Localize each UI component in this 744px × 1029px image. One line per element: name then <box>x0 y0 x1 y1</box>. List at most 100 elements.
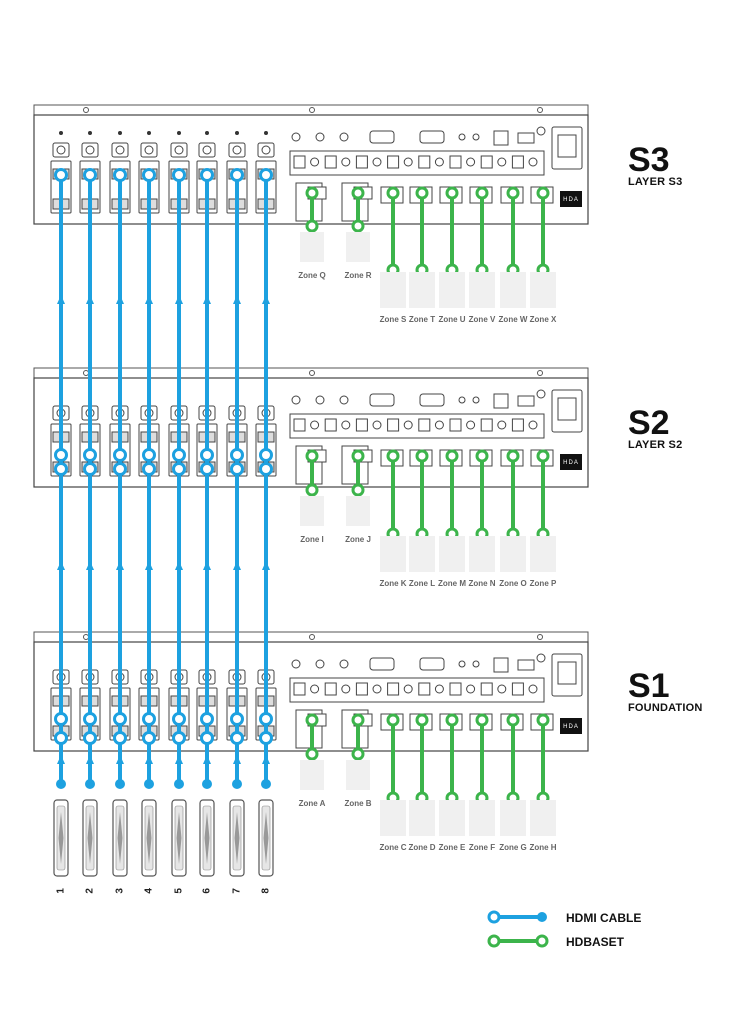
hdmi-connector-node <box>113 168 127 182</box>
optical-port-icon <box>355 155 368 169</box>
zone-label: Zone B <box>344 799 371 808</box>
coax-port-icon <box>434 420 444 430</box>
hdmi-connector-node <box>172 168 186 182</box>
hdmi-connector-node <box>259 462 273 476</box>
terminal-block-icon <box>517 659 535 671</box>
hdbaset-node <box>475 449 489 463</box>
optical-port-icon <box>324 155 337 169</box>
signal-arrow-icon <box>175 561 183 570</box>
zone-receiver-box <box>500 272 526 308</box>
status-led-icon <box>458 396 466 404</box>
audio-connector-icon <box>339 395 349 405</box>
hdmi-connector-node <box>172 462 186 476</box>
ground-screw-icon <box>536 126 546 136</box>
legend-hdbaset-label: HDBASET <box>566 935 625 949</box>
zone-label: Zone K <box>379 579 406 588</box>
zone-label: Zone C <box>379 843 406 852</box>
rs232-port-icon <box>419 130 445 144</box>
audio-connector-icon <box>291 659 301 669</box>
coax-port-icon <box>434 157 444 167</box>
signal-arrow-icon <box>116 755 124 764</box>
optical-port-icon <box>511 155 524 169</box>
zone-receiver-box <box>530 800 556 836</box>
hdmi-source-dot <box>261 779 271 789</box>
audio-jack-icon <box>56 145 66 155</box>
signal-arrow-icon <box>57 295 65 304</box>
signal-arrow-icon <box>145 755 153 764</box>
coax-port-icon <box>528 684 538 694</box>
coax-port-icon <box>372 420 382 430</box>
hdbaset-node <box>351 713 365 727</box>
optical-port-icon <box>324 418 337 432</box>
coax-port-icon <box>497 684 507 694</box>
hdbaset-node <box>351 186 365 200</box>
source-stick-icon <box>146 812 152 864</box>
hdbaset-node <box>506 186 520 200</box>
coax-port-icon <box>310 157 320 167</box>
coax-port-icon <box>497 157 507 167</box>
hdbaset-node <box>415 186 429 200</box>
legend-hdbaset-node <box>535 934 549 948</box>
power-socket-icon <box>557 661 577 685</box>
hdmi-connector-node <box>113 448 127 462</box>
hdmi-connector-node <box>200 448 214 462</box>
power-inlet-icon <box>551 389 583 433</box>
rack-ear-strip <box>33 367 589 379</box>
zone-label: Zone J <box>345 535 371 544</box>
hdbaset-node <box>536 713 550 727</box>
source-device: 2 <box>82 799 98 894</box>
zone-label: Zone P <box>530 579 557 588</box>
brand-label: HDA <box>563 460 579 466</box>
legend-hdbaset-node <box>487 934 501 948</box>
hdmi-connector-node <box>200 168 214 182</box>
optical-port-icon <box>449 418 462 432</box>
layer-s1-code: S1 <box>628 667 670 705</box>
zone-receiver-box <box>409 536 435 572</box>
input-indicator-icon <box>147 131 151 135</box>
brand-label: HDA <box>563 724 579 730</box>
hdbaset-node <box>305 483 319 497</box>
source-stick-icon <box>234 812 240 864</box>
rack-screw-icon <box>309 107 315 113</box>
source-stick-icon <box>204 812 210 864</box>
hdbaset-node <box>415 449 429 463</box>
hdbaset-node <box>445 713 459 727</box>
audio-jack-icon <box>174 145 184 155</box>
signal-arrow-icon <box>175 295 183 304</box>
hdmi-connector-node <box>113 731 127 745</box>
hdmi-connector-node <box>172 712 186 726</box>
source-number: 3 <box>115 888 126 894</box>
rack-ear-strip <box>33 631 589 643</box>
source-device: 8 <box>258 799 274 894</box>
hdbaset-node <box>445 449 459 463</box>
coax-port-icon <box>372 684 382 694</box>
hdmi-connector-node <box>83 168 97 182</box>
hdbaset-node <box>305 449 319 463</box>
zone-label: Zone G <box>499 843 527 852</box>
coax-port-icon <box>341 684 351 694</box>
hdmi-connector-node <box>83 731 97 745</box>
hdbaset-node <box>536 449 550 463</box>
coax-port-icon <box>310 420 320 430</box>
zone-receiver-box <box>346 760 370 790</box>
signal-arrow-icon <box>116 295 124 304</box>
hdmi-connector-node <box>259 168 273 182</box>
optical-port-icon <box>387 155 400 169</box>
zone-label: Zone Q <box>298 271 326 280</box>
legend-hdmi-node <box>487 910 501 924</box>
coax-port-icon <box>372 157 382 167</box>
audio-connector-icon <box>291 132 301 142</box>
optical-port-icon <box>418 682 431 696</box>
zone-receiver-box <box>500 536 526 572</box>
optical-port-icon <box>293 682 306 696</box>
power-inlet-icon <box>551 126 583 170</box>
optical-port-icon <box>511 682 524 696</box>
hdmi-connector-node <box>83 462 97 476</box>
source-number: 8 <box>261 888 272 894</box>
hdmi-connector-node <box>259 712 273 726</box>
signal-arrow-icon <box>262 755 270 764</box>
layer-s3-code: S3 <box>628 141 670 179</box>
optical-port-icon <box>480 155 493 169</box>
audio-jack-port <box>228 142 246 158</box>
